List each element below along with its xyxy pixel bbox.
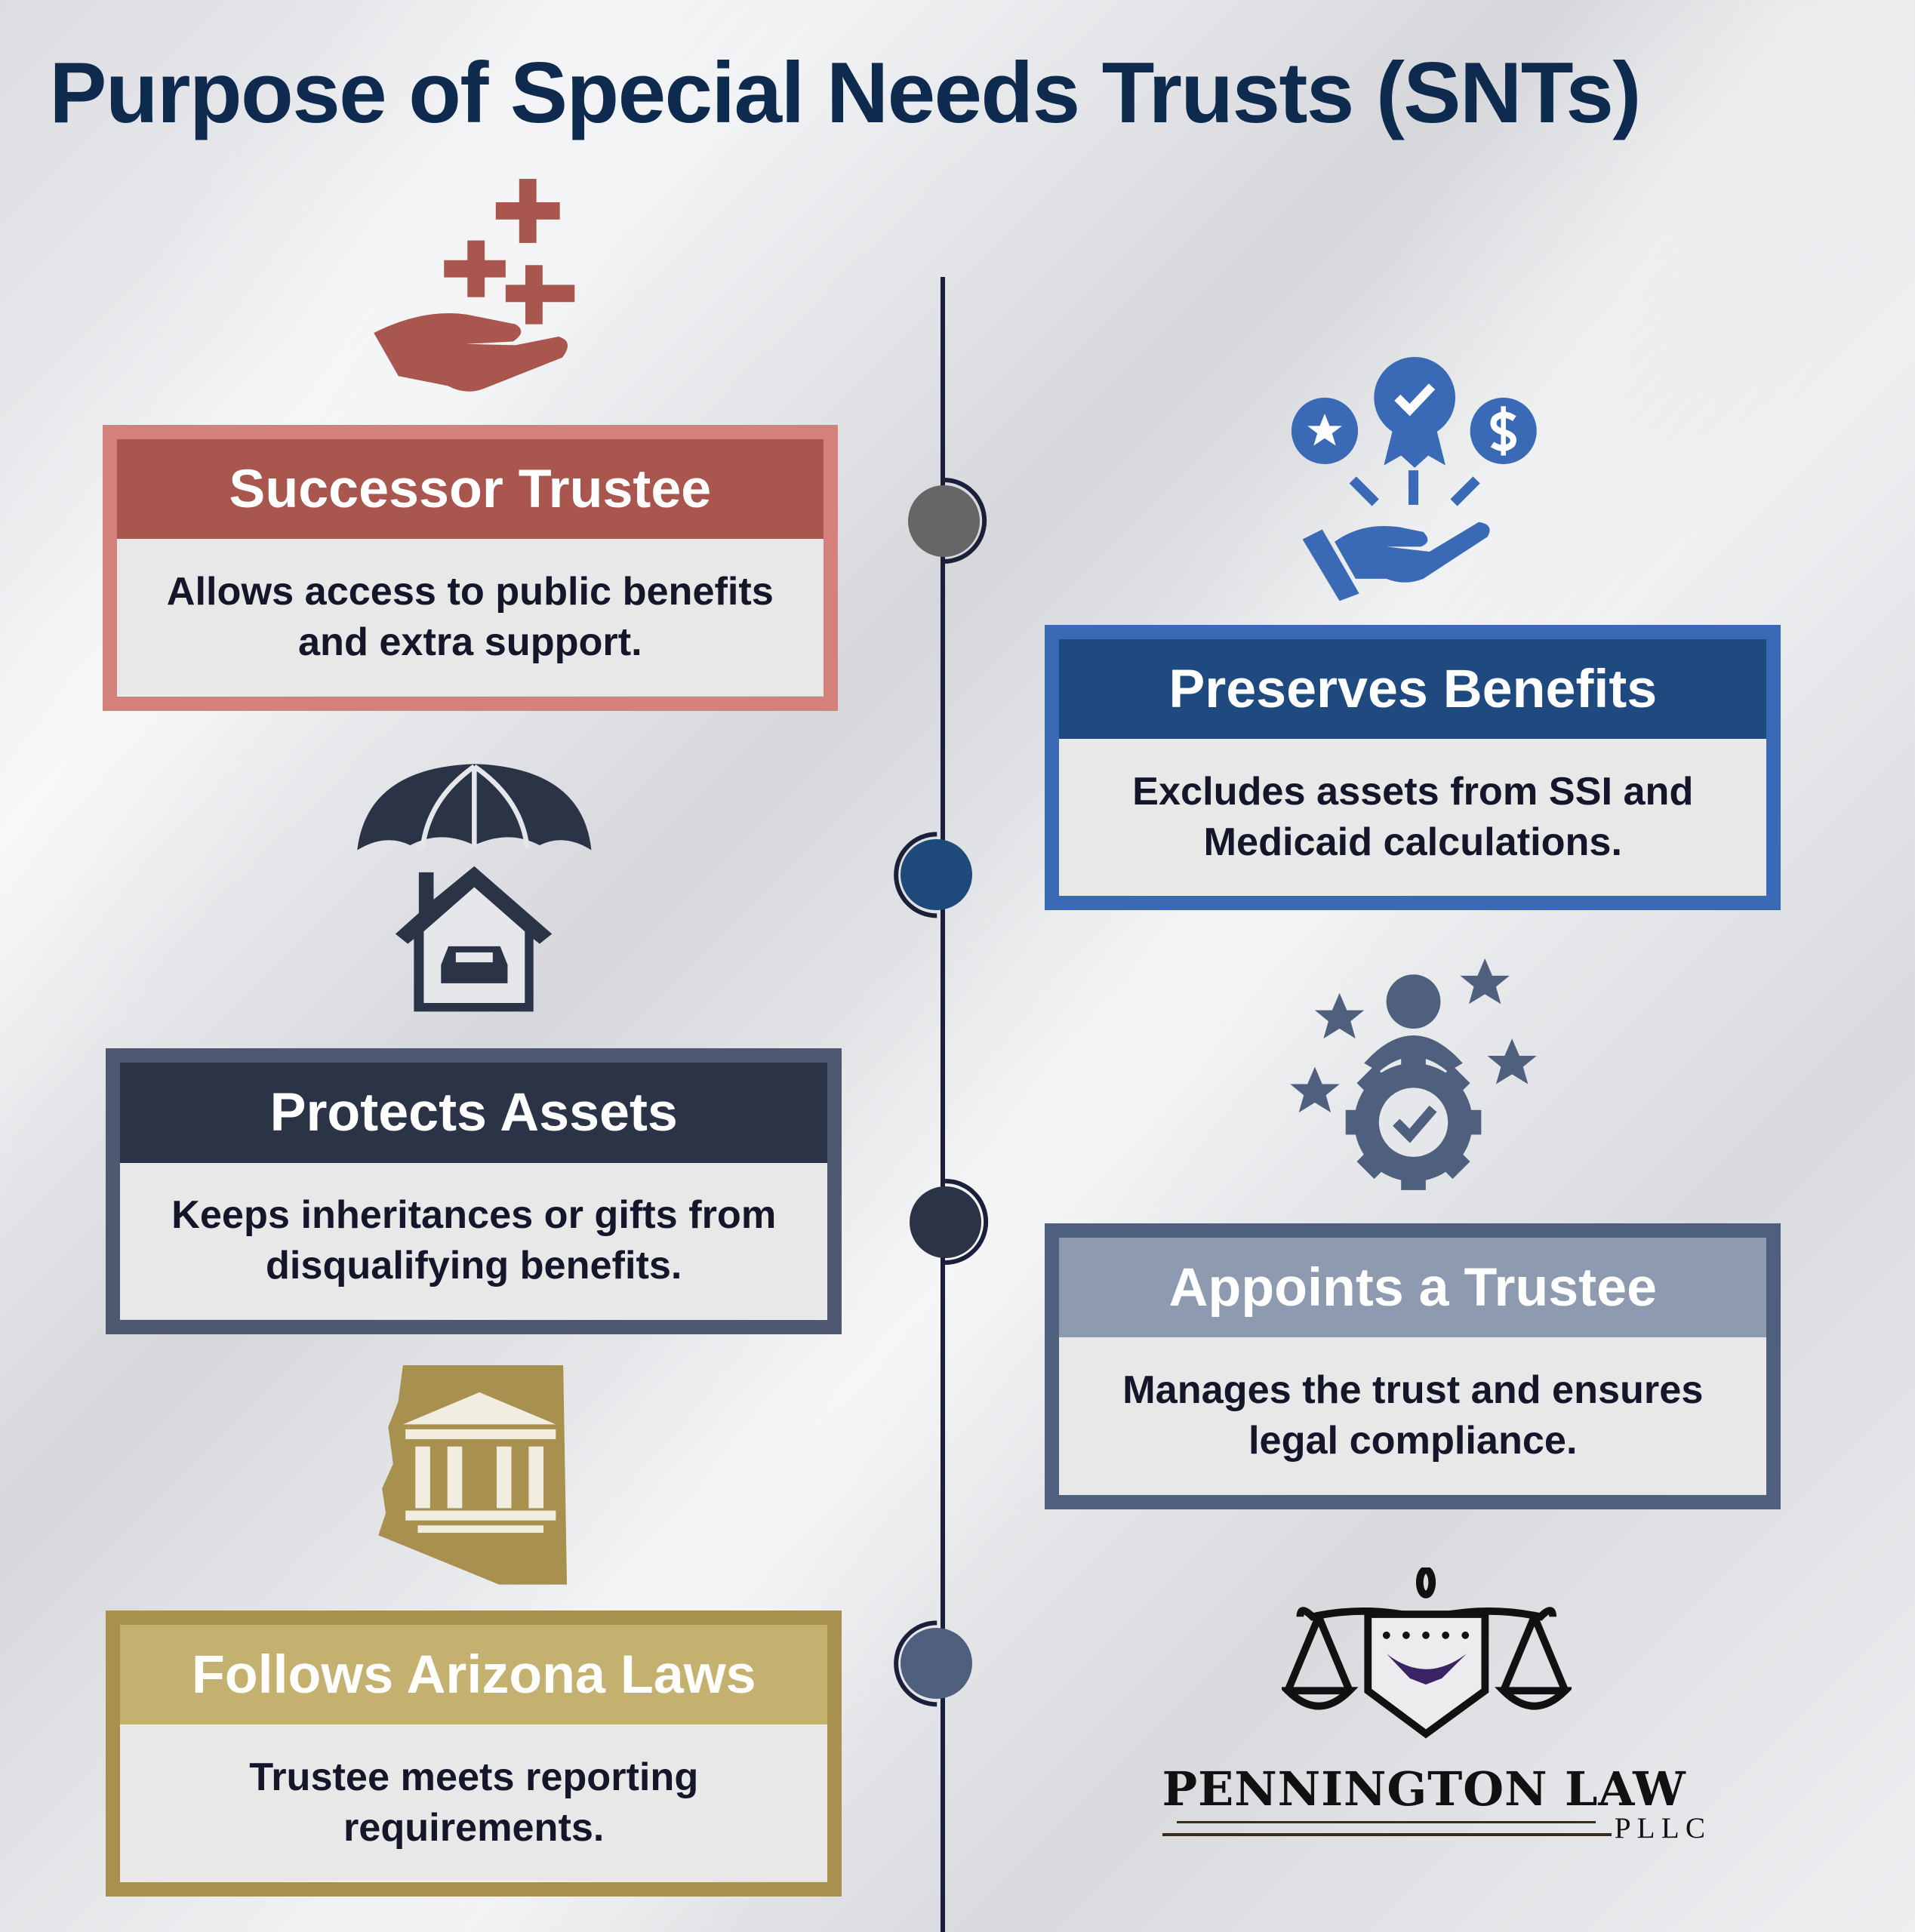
logo-rule [1177, 1820, 1596, 1824]
pennington-law-logo-icon [1281, 1567, 1572, 1739]
arizona-courthouse-icon [378, 1364, 567, 1585]
card-title: Appoints a Trustee [1059, 1238, 1767, 1338]
card-appoints-trustee: Appoints a Trustee Manages the trust and… [1045, 1223, 1781, 1509]
page-title: Purpose of Special Needs Trusts (SNTs) [49, 45, 1641, 141]
card-protects-assets: Protects Assets Keeps inheritances or gi… [106, 1048, 842, 1335]
card-text: Keeps inheritances or gifts from disqual… [120, 1162, 828, 1319]
card-text: Manages the trust and ensures legal comp… [1059, 1337, 1767, 1494]
timeline-node [901, 1627, 973, 1700]
timeline-line [940, 277, 946, 1932]
card-title: Follows Arizona Laws [120, 1624, 828, 1725]
card-title: Protects Assets [120, 1063, 828, 1163]
card-follows-arizona-laws: Follows Arizona Laws Trustee meets repor… [106, 1610, 842, 1897]
person-gear-icon [1290, 958, 1537, 1191]
card-preserves-benefits: Preserves Benefits Excludes assets from … [1045, 624, 1781, 911]
card-title: Successor Trustee [116, 439, 824, 540]
logo-name: PENNINGTON LAW [1162, 1761, 1686, 1817]
card-text: Excludes assets from SSI and Medicaid ca… [1059, 738, 1767, 896]
timeline-node [901, 838, 973, 911]
hand-with-awards-icon [1291, 357, 1537, 601]
card-title: Preserves Benefits [1059, 638, 1767, 739]
hand-with-plus-icon [373, 178, 574, 392]
card-successor-trustee: Successor Trustee Allows access to publi… [102, 425, 839, 711]
umbrella-house-icon [357, 764, 592, 1012]
timeline-node [909, 1186, 981, 1258]
logo-suffix: PLLC [1614, 1811, 1712, 1844]
card-text: Allows access to public benefits and ext… [116, 539, 824, 696]
timeline-node [908, 485, 980, 557]
logo-rule [1162, 1833, 1612, 1836]
card-text: Trustee meets reporting requirements. [120, 1724, 828, 1881]
